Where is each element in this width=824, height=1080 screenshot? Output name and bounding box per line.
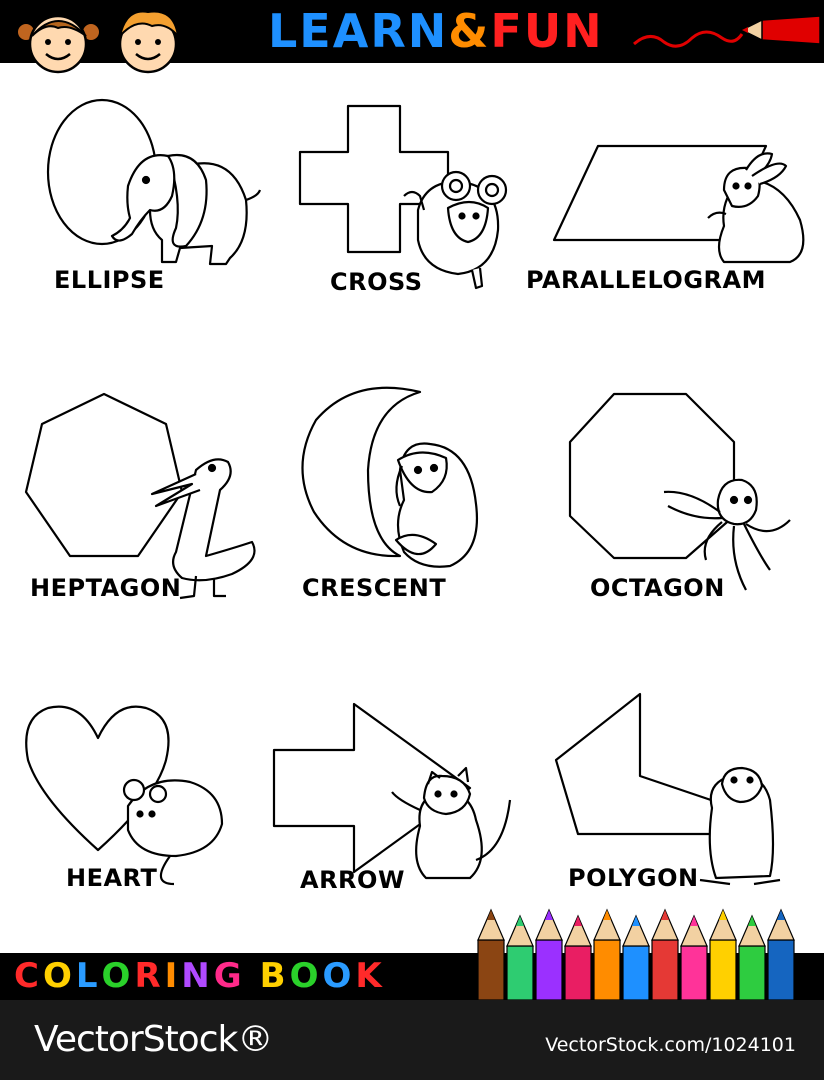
mouse-icon (122, 778, 224, 886)
header-title-amp: & (448, 4, 491, 58)
label-octagon: OCTAGON (590, 574, 725, 602)
shapes-canvas (24, 98, 805, 886)
ram-icon (403, 170, 508, 290)
label-arrow: ARROW (300, 866, 405, 894)
header-title: LEARN & FUN (268, 0, 604, 63)
pencil-icon (622, 914, 650, 1000)
gopher-icon (699, 766, 781, 886)
footer-letter: O (101, 956, 135, 996)
footer-title: COLORING BOOK (14, 953, 386, 1000)
footer-letter: C (14, 956, 43, 996)
watermark-bar (0, 1000, 824, 1080)
dog-icon (394, 442, 478, 568)
pencil-icon (651, 908, 679, 1000)
watermark-brand: VectorStock® (34, 1019, 273, 1060)
pencil-icon (535, 908, 563, 1000)
bird-icon (150, 458, 256, 600)
label-crescent: CRESCENT (302, 574, 447, 602)
footer-letter: B (259, 956, 290, 996)
header-title-fun: FUN (490, 4, 604, 58)
footer-letter: L (75, 956, 102, 996)
pencil-icon (506, 914, 534, 1000)
footer-letter: O (289, 956, 323, 996)
pencil-icon (680, 914, 708, 1000)
footer-letter: R (134, 956, 165, 996)
kids-faces-icon (16, 10, 180, 74)
pencil-icon (767, 908, 795, 1000)
footer-letter: N (181, 956, 214, 996)
red-pencil-icon (633, 15, 820, 48)
colored-pencils-icon (477, 908, 795, 1000)
arrow-shape (272, 702, 472, 874)
pencil-icon (709, 908, 737, 1000)
pencil-icon (564, 914, 592, 1000)
label-cross: CROSS (330, 268, 423, 296)
header-title-learn: LEARN (268, 4, 449, 58)
label-heptagon: HEPTAGON (30, 574, 182, 602)
heptagon-shape (24, 392, 184, 558)
label-polygon: POLYGON (568, 864, 699, 892)
footer-letter: G (213, 956, 246, 996)
footer-letter: I (164, 956, 182, 996)
pencil-icon (738, 914, 766, 1000)
label-heart: HEART (66, 864, 158, 892)
crescent-shape (301, 386, 422, 558)
label-ellipse: ELLIPSE (54, 266, 165, 294)
pencil-icon (593, 908, 621, 1000)
footer-letter: O (42, 956, 76, 996)
pencil-icon (477, 908, 505, 1000)
cross-shape (298, 104, 450, 254)
label-parallelogram: PARALLELOGRAM (526, 266, 766, 294)
cat-icon (391, 766, 512, 880)
octagon-shape (568, 392, 736, 560)
elephant-icon (110, 153, 262, 266)
watermark-image-id: VectorStock.com/1024101 (545, 1034, 796, 1056)
footer-letter: O (322, 956, 356, 996)
rabbit-icon (707, 152, 805, 264)
octopus-icon (663, 478, 791, 591)
footer-letter: K (355, 956, 386, 996)
